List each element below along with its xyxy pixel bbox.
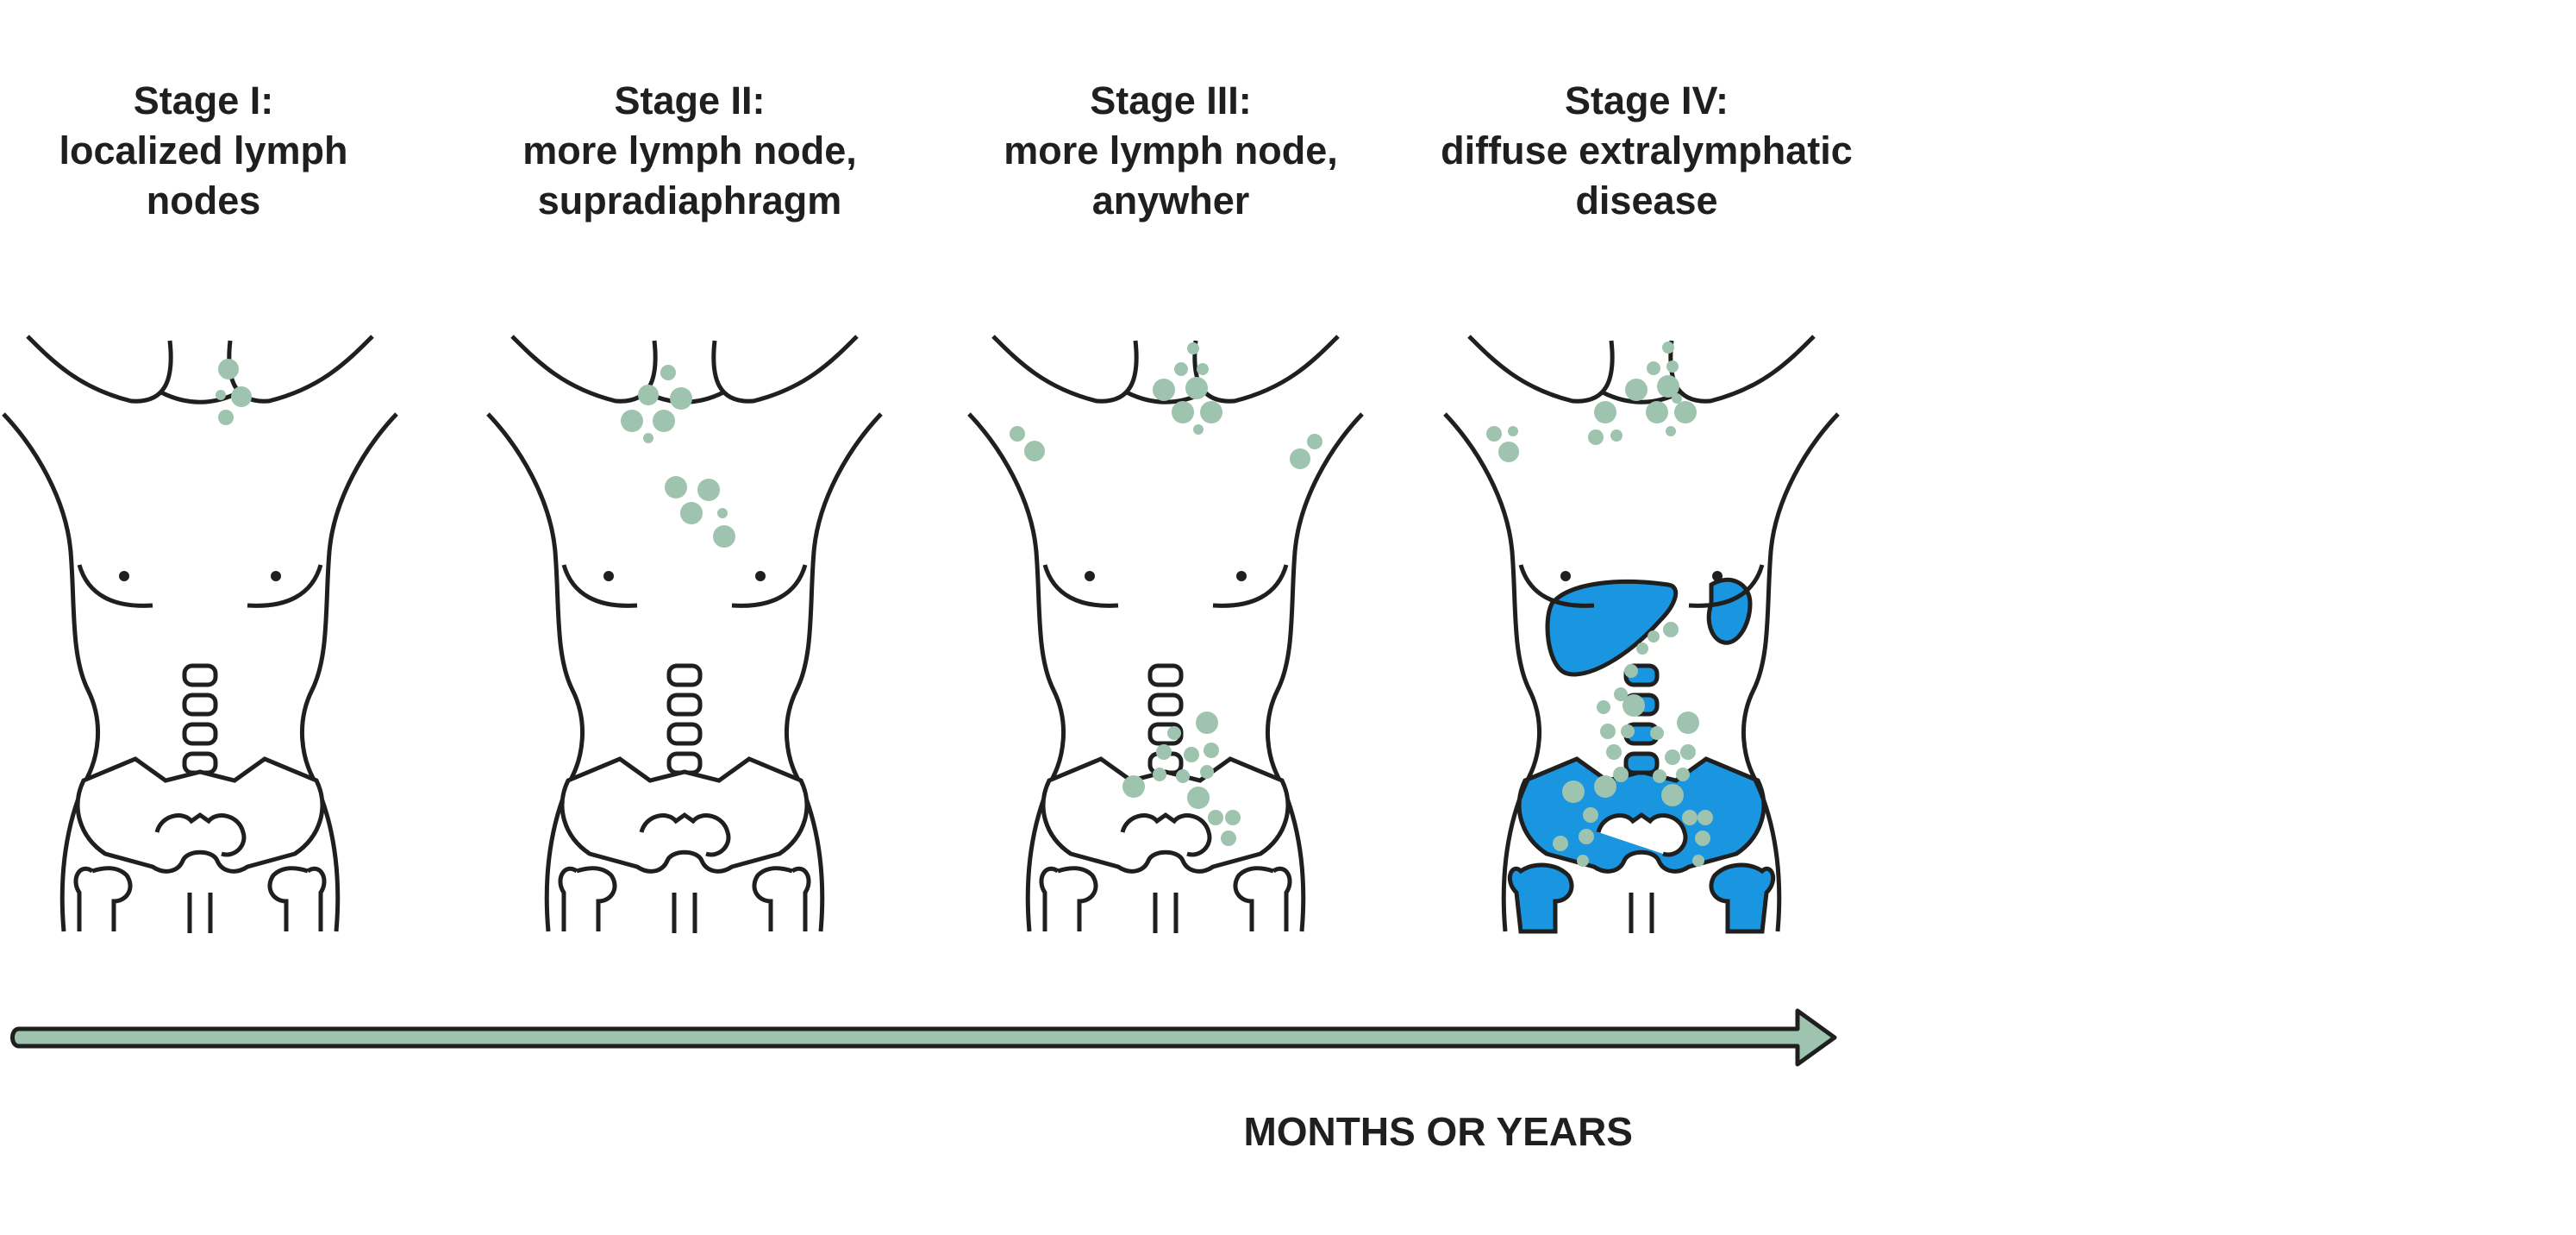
- stage-4-heading: Stage IV:: [1564, 78, 1729, 122]
- stage-1-lymph-nodes: [216, 359, 252, 425]
- stage-4-desc-line2: disease: [1575, 179, 1718, 223]
- stage-2-desc-line1: more lymph node,: [522, 129, 857, 172]
- stage-1-title: Stage I: localized lymph nodes: [0, 76, 428, 226]
- stage-1-heading: Stage I:: [133, 78, 274, 122]
- stage-1-figure: [3, 336, 397, 933]
- stage-2-title: Stage II: more lymph node, supradiaphrag…: [466, 76, 914, 226]
- stage-3-desc-line1: more lymph node,: [1004, 129, 1338, 172]
- stage-2-figure: [488, 336, 881, 933]
- stage-3-desc-line2: anywher: [1091, 179, 1250, 223]
- timeline-arrow: [10, 1008, 1837, 1067]
- stage-4-lymph-nodes: [1486, 342, 1713, 867]
- stage-4-desc-line1: diffuse extralymphatic: [1441, 129, 1853, 172]
- stage-2-heading: Stage II:: [614, 78, 766, 122]
- stage-2-lymph-nodes: [621, 365, 735, 548]
- stage-3-heading: Stage III:: [1090, 78, 1252, 122]
- stage-3-figure: [969, 336, 1362, 933]
- timeline-label: MONTHS OR YEARS: [1243, 1109, 1633, 1154]
- stage-1-desc-line2: nodes: [146, 179, 261, 223]
- stage-1-desc-line1: localized lymph: [59, 129, 348, 172]
- stage-4-figure: [1443, 335, 1840, 934]
- stage-2-desc-line2: supradiaphragm: [537, 179, 842, 223]
- stage-3-lymph-nodes: [1010, 342, 1322, 846]
- stage-4-title: Stage IV: diffuse extralymphatic disease: [1422, 76, 1871, 226]
- stage-3-title: Stage III: more lymph node, anywher: [947, 76, 1395, 226]
